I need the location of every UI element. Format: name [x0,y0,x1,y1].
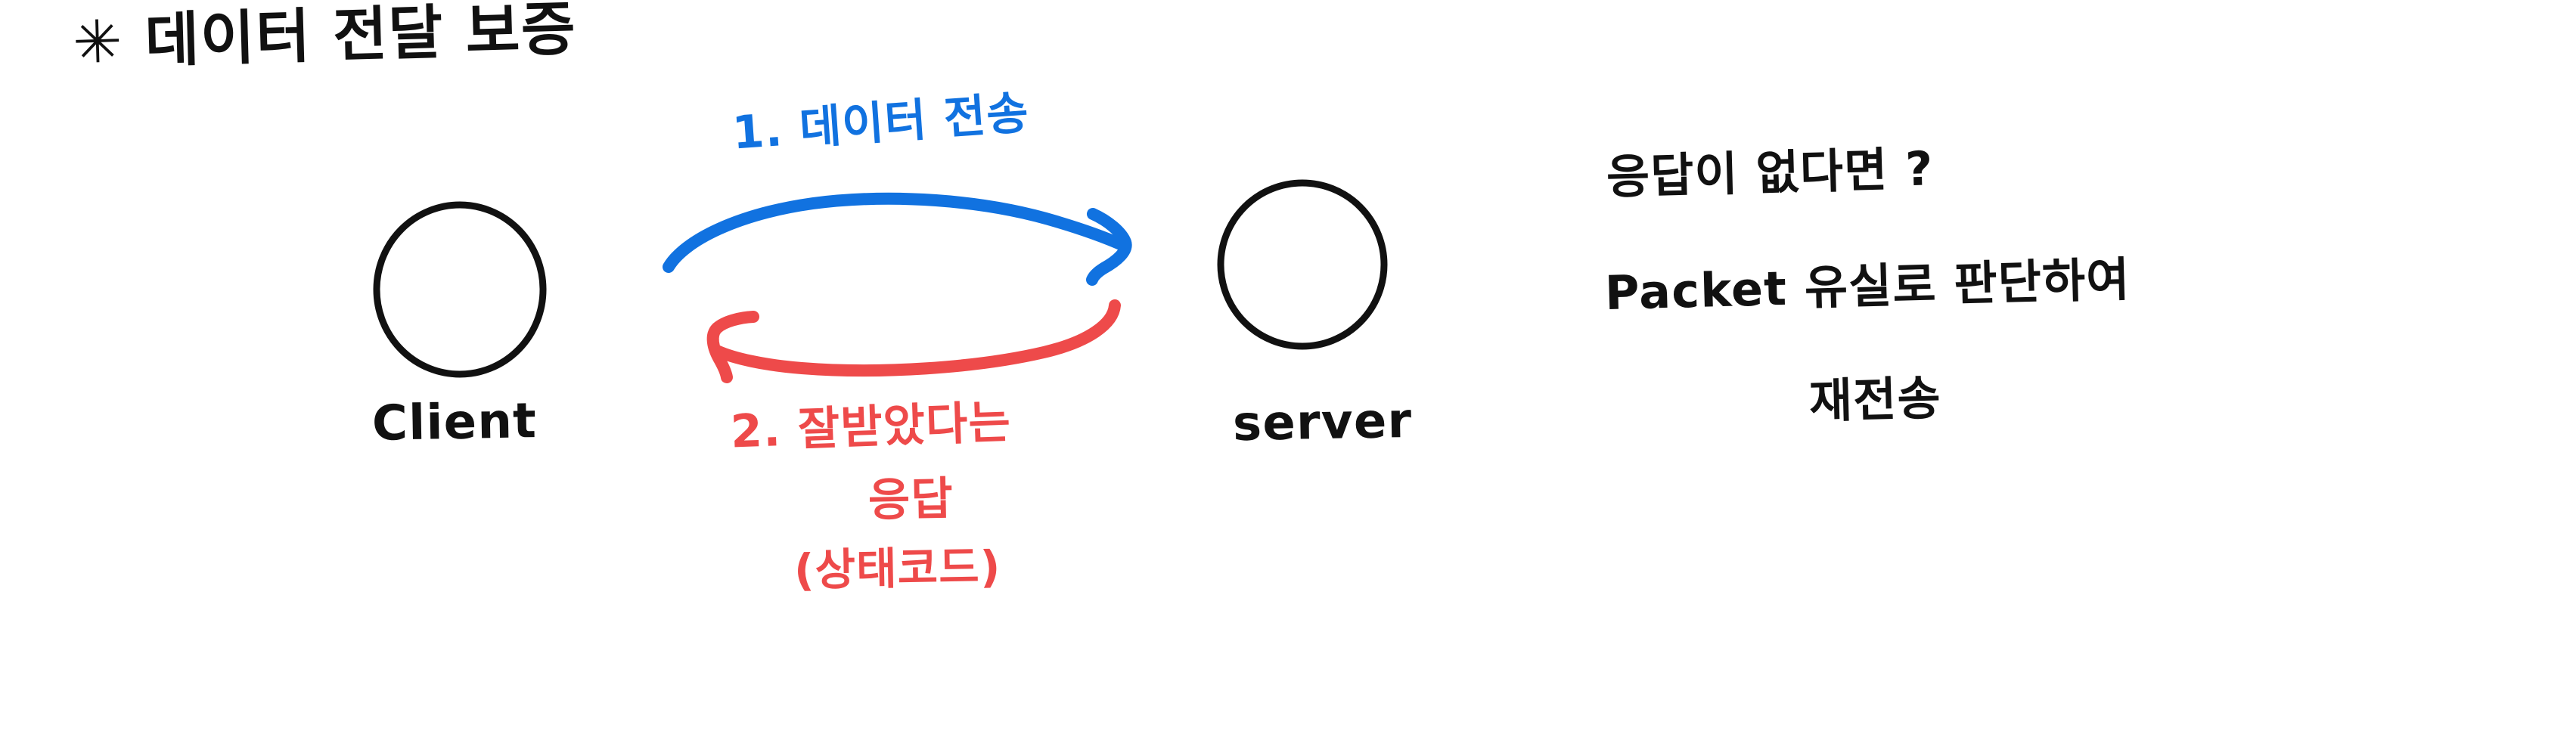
response-flow-label-line3: (상태코드) [793,541,1001,596]
server-node-label: server [1232,392,1414,453]
page-title: ✳ 데이터 전달 보증 [71,0,578,78]
response-arrow-red[interactable] [706,299,1121,383]
client-node-circle[interactable] [373,201,547,378]
response-flow-label-line1: 2. 잘받았다는 [729,395,1013,459]
client-node-label: Client [371,393,538,452]
note-line-2: Packet 유실로 판단하여 [1604,251,2131,321]
server-node-circle[interactable] [1217,179,1388,350]
note-line-1: 응답이 없다면 ? [1606,141,1935,205]
request-arrow-blue[interactable] [663,192,1132,286]
note-line-3: 재전송 [1808,370,1942,429]
response-flow-label-line2: 응답 [867,472,954,527]
